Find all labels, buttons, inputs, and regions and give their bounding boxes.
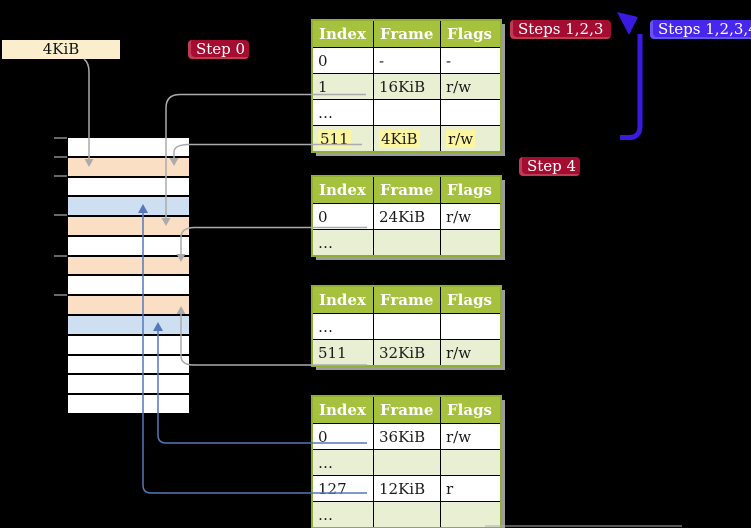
column-header: Flags [440, 176, 501, 204]
table-cell: 16KiB [373, 73, 441, 100]
table-row: 0 - - [312, 47, 501, 74]
table-cell [373, 313, 441, 340]
memory-frame [68, 274, 189, 295]
memory-frame [68, 314, 189, 334]
column-header: Index [312, 176, 374, 204]
table-cell: 127 [312, 475, 374, 502]
table-row: 1 16KiB r/w [312, 73, 501, 100]
step-0-badge: Step 0 [188, 40, 249, 59]
column-header: Index [312, 20, 374, 48]
recursive-loop-arrow [620, 34, 643, 140]
table-cell: r/w [440, 73, 501, 100]
table-cell: 1 [312, 73, 374, 100]
memory-frame [68, 393, 189, 413]
table-row: 127 12KiB r [312, 475, 501, 502]
column-header: Flags [440, 286, 501, 314]
page-table-level-4: Index Frame Flags 0 - - 1 16KiB r/w … 51… [311, 19, 502, 153]
table-row: 511 32KiB r/w [312, 339, 501, 366]
column-header: Index [312, 396, 374, 424]
table-header-row: Index Frame Flags [312, 286, 501, 314]
memory-frame [68, 294, 189, 315]
table-cell: 32KiB [373, 339, 441, 366]
table-cell: r/w [440, 203, 501, 230]
table-cell [440, 313, 501, 340]
table-cell: r [440, 475, 501, 502]
table-cell: r/w [440, 423, 501, 450]
table-cell: 36KiB [373, 423, 441, 450]
steps-1234-badge: Steps 1,2,3,4 [650, 20, 751, 39]
steps-123-badge: Steps 1,2,3 [510, 20, 612, 39]
table-cell: 12KiB [373, 475, 441, 502]
memory-frame [68, 333, 189, 354]
memory-frame [68, 195, 189, 216]
memory-frame [68, 254, 189, 275]
table-cell [373, 229, 441, 256]
page-table-level-1: Index Frame Flags 0 36KiB r/w … 127 12Ki… [311, 395, 502, 528]
table-header-row: Index Frame Flags [312, 176, 501, 204]
step-4-badge: Step 4 [519, 157, 580, 176]
table-cell: … [312, 501, 374, 528]
memory-frame [68, 175, 189, 196]
column-header: Frame [373, 396, 441, 424]
table-cell: … [312, 449, 374, 476]
table-cell [373, 99, 441, 126]
column-header: Index [312, 286, 374, 314]
table-cell [373, 501, 441, 528]
page-table-level-3: Index Frame Flags 0 24KiB r/w … [311, 175, 502, 257]
memory-frame [68, 215, 189, 235]
memory-frame [68, 353, 189, 374]
memory-frame [68, 138, 189, 156]
table-row: 0 24KiB r/w [312, 203, 501, 230]
memory-frame [68, 234, 189, 255]
column-header: Frame [373, 286, 441, 314]
arrowhead [617, 12, 638, 35]
table-cell [373, 449, 441, 476]
table-cell: 0 [312, 423, 374, 450]
table-cell: 0 [312, 203, 374, 230]
table-cell [440, 229, 501, 256]
table-cell: 511 [312, 125, 374, 152]
frame-size-label: 4KiB [2, 40, 120, 59]
table-cell: r/w [440, 339, 501, 366]
table-row: … [312, 99, 501, 126]
table-cell: 511 [312, 339, 374, 366]
table-cell: … [312, 313, 374, 340]
table-cell [440, 99, 501, 126]
table-cell: r/w [440, 125, 501, 152]
table-cell: 24KiB [373, 203, 441, 230]
table-cell: - [440, 47, 501, 74]
table-row-highlighted: 511 4KiB r/w [312, 125, 501, 152]
column-header: Frame [373, 176, 441, 204]
physical-memory-column [67, 137, 190, 414]
table-row: … [312, 313, 501, 340]
table-cell: … [312, 99, 374, 126]
column-header: Frame [373, 20, 441, 48]
column-header: Flags [440, 20, 501, 48]
table-row: 0 36KiB r/w [312, 423, 501, 450]
table-cell: 4KiB [373, 125, 441, 152]
column-header: Flags [440, 396, 501, 424]
memory-frame [68, 155, 189, 176]
table-header-row: Index Frame Flags [312, 20, 501, 48]
table-cell: - [373, 47, 441, 74]
table-header-row: Index Frame Flags [312, 396, 501, 424]
table-cell [440, 449, 501, 476]
table-cell: … [312, 229, 374, 256]
table-row: … [312, 229, 501, 256]
table-cell: 0 [312, 47, 374, 74]
table-row: … [312, 449, 501, 476]
memory-frame [68, 373, 189, 394]
table-row: … [312, 501, 501, 528]
table-cell [440, 501, 501, 528]
page-table-level-2: Index Frame Flags … 511 32KiB r/w [311, 285, 502, 367]
